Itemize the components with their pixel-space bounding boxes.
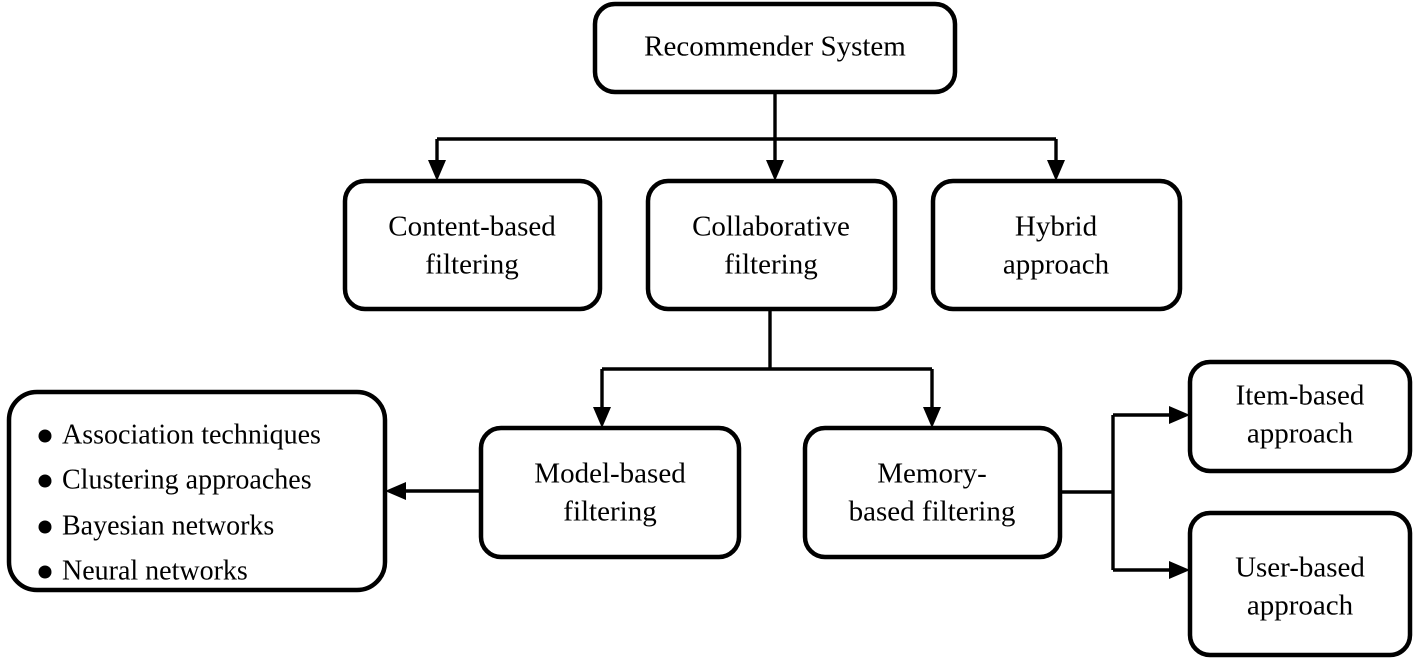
- node-box-memory-based-filtering: [802, 425, 1063, 560]
- node-label-model-based-line2: filtering: [563, 496, 656, 528]
- node-box-item-based-approach: [1187, 359, 1413, 474]
- arrowhead-content-based: [428, 160, 446, 181]
- arrowhead-model-based: [593, 407, 611, 428]
- node-label-hybrid-line2: approach: [1003, 249, 1110, 281]
- connector-group-model-to-list: [385, 482, 481, 500]
- node-label-recommender-system: Recommender System: [644, 31, 906, 63]
- node-label-collaborative-line1: Collaborative: [692, 211, 850, 243]
- node-collaborative-filtering[interactable]: Collaborative filtering: [645, 178, 898, 312]
- arrowhead-user-based: [1169, 561, 1190, 579]
- node-label-item-based-line2: approach: [1247, 418, 1354, 450]
- node-label-item-based-line1: Item-based: [1236, 380, 1365, 412]
- node-item-based-approach[interactable]: Item-based approach: [1187, 359, 1413, 474]
- node-label-hybrid-line1: Hybrid: [1015, 211, 1098, 243]
- node-user-based-approach[interactable]: User-based approach: [1187, 510, 1413, 658]
- arrowhead-hybrid: [1047, 160, 1065, 181]
- node-recommender-system[interactable]: Recommender System: [592, 1, 958, 95]
- bullet-dot-icon: [38, 565, 52, 579]
- node-box-recommender-system: [592, 1, 958, 95]
- list-item-clustering-approaches: Clustering approaches: [62, 464, 312, 495]
- node-label-model-based-line1: Model-based: [534, 458, 686, 490]
- bullet-dot-icon: [38, 520, 52, 534]
- node-label-collaborative-line2: filtering: [724, 249, 817, 281]
- arrowhead-item-based: [1169, 406, 1190, 424]
- connector-group-root: [428, 92, 1065, 181]
- node-label-user-based-line2: approach: [1247, 590, 1354, 622]
- node-techniques-list[interactable]: Association techniques Clustering approa…: [6, 389, 388, 593]
- node-label-memory-based-line2: based filtering: [849, 496, 1016, 528]
- list-item-neural-networks: Neural networks: [62, 555, 248, 586]
- node-box-content-based-filtering: [342, 178, 603, 312]
- arrowhead-memory-based: [923, 407, 941, 428]
- node-model-based-filtering[interactable]: Model-based filtering: [478, 425, 742, 560]
- node-box-model-based-filtering: [478, 425, 742, 560]
- bullet-dot-icon: [38, 429, 52, 443]
- arrowhead-collaborative: [766, 160, 784, 181]
- node-label-content-based-line2: filtering: [425, 249, 518, 281]
- node-box-collaborative-filtering: [645, 178, 898, 312]
- node-label-memory-based-line1: Memory-: [877, 458, 987, 490]
- node-content-based-filtering[interactable]: Content-based filtering: [342, 178, 603, 312]
- bullet-dot-icon: [38, 474, 52, 488]
- connector-group-memory-split: [1060, 406, 1190, 579]
- node-label-content-based-line1: Content-based: [388, 211, 556, 243]
- node-box-hybrid-approach: [930, 178, 1183, 312]
- node-box-techniques-list: [6, 389, 388, 593]
- list-item-association-techniques: Association techniques: [62, 419, 321, 450]
- connector-group-collaborative: [593, 309, 941, 428]
- node-label-user-based-line1: User-based: [1235, 552, 1365, 584]
- list-item-bayesian-networks: Bayesian networks: [62, 510, 274, 541]
- arrowhead-techniques-list: [385, 482, 406, 500]
- node-memory-based-filtering[interactable]: Memory- based filtering: [802, 425, 1063, 560]
- node-box-user-based-approach: [1187, 510, 1413, 658]
- node-hybrid-approach[interactable]: Hybrid approach: [930, 178, 1183, 312]
